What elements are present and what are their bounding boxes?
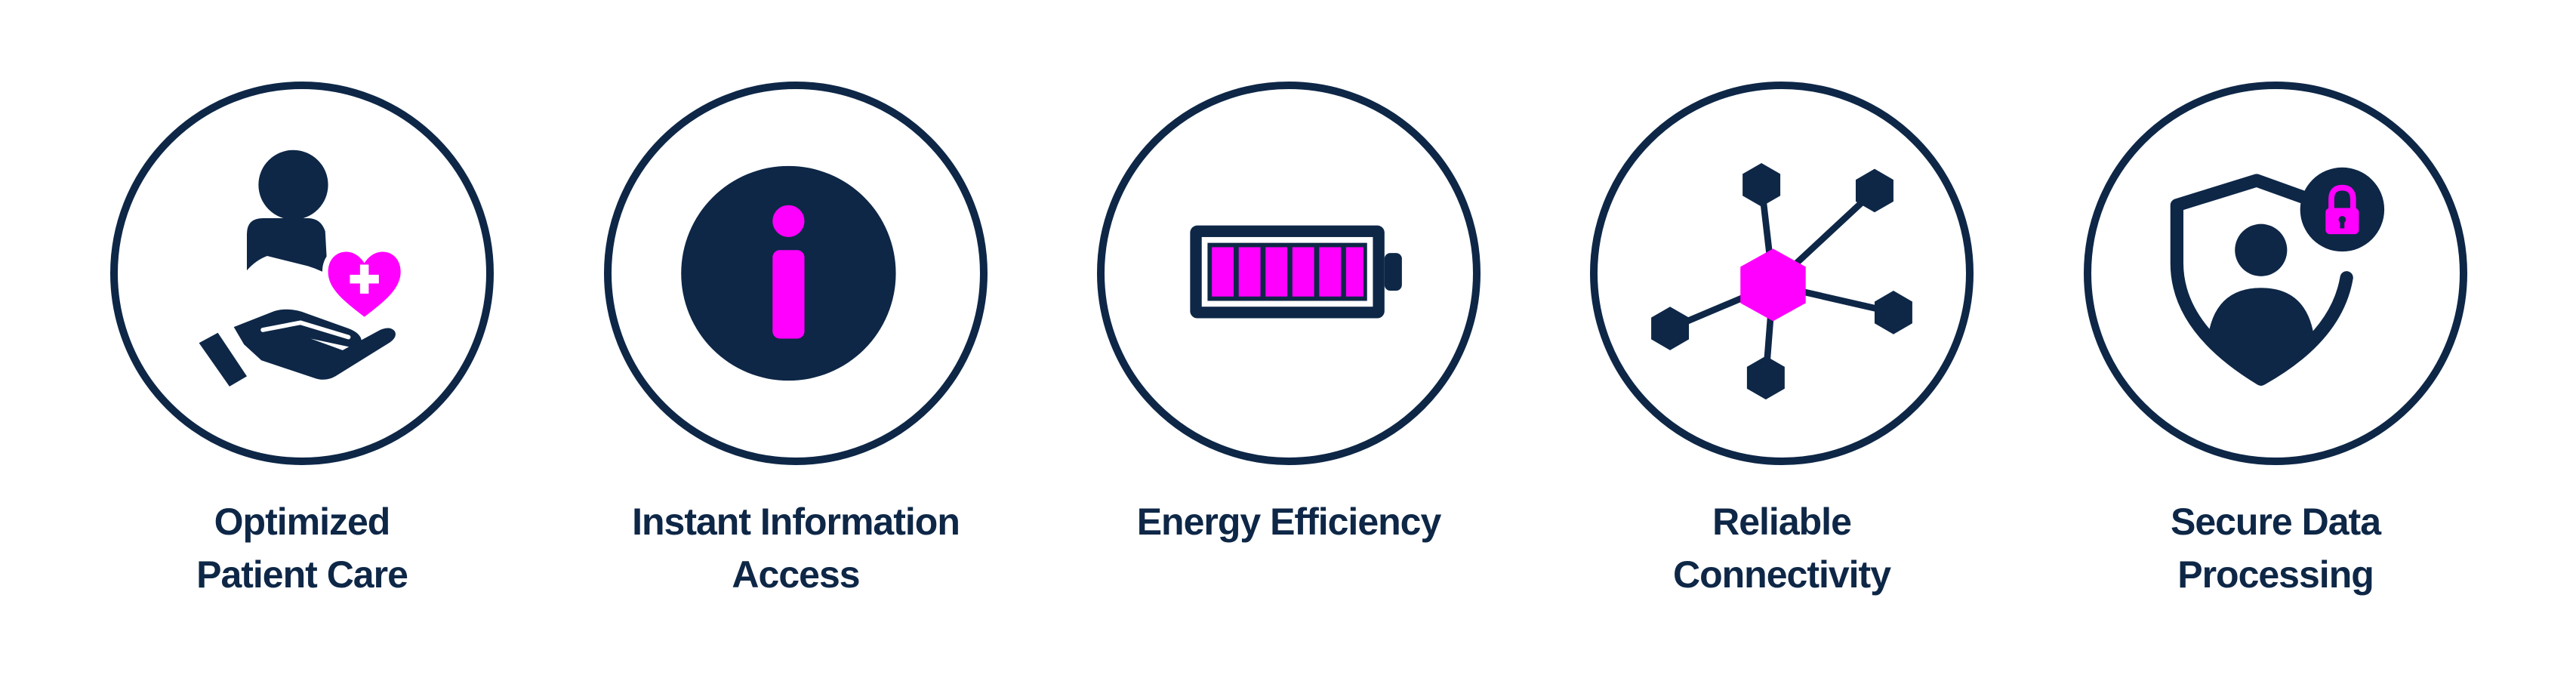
feature-label-line1: Reliable xyxy=(1712,501,1852,543)
network-icon xyxy=(1651,162,1912,400)
icon-circle xyxy=(2084,82,2467,465)
icon-circle xyxy=(110,82,494,465)
icon-circle xyxy=(1590,82,1974,465)
feature-label: Energy Efficiency xyxy=(1077,495,1500,548)
secure-user-icon xyxy=(2170,167,2385,386)
feature-label-line1: Energy Efficiency xyxy=(1136,501,1442,543)
icon-circle xyxy=(1097,82,1481,465)
feature-label-line2: Patient Care xyxy=(196,553,408,596)
feature-label: Optimized Patient Care xyxy=(91,495,513,601)
icon-circle xyxy=(604,82,988,465)
feature-label-line2: Access xyxy=(732,553,860,596)
information-icon xyxy=(681,165,896,381)
feature-label-line2: Connectivity xyxy=(1672,553,1891,596)
feature-label: Secure Data Processing xyxy=(2064,495,2487,601)
feature-instant-information-access: Instant Information Access xyxy=(584,0,1007,678)
feature-label-line1: Instant Information xyxy=(632,501,960,543)
feature-reliable-connectivity: Reliable Connectivity xyxy=(1570,0,1993,678)
battery-icon xyxy=(1190,225,1402,319)
feature-label-line1: Secure Data xyxy=(2170,501,2381,543)
feature-label-line1: Optimized xyxy=(214,501,391,543)
feature-secure-data-processing: Secure Data Processing xyxy=(2064,0,2487,678)
feature-label-line2: Processing xyxy=(2177,553,2374,596)
feature-optimized-patient-care: Optimized Patient Care xyxy=(91,0,513,678)
feature-energy-efficiency: Energy Efficiency xyxy=(1077,0,1500,678)
feature-label: Reliable Connectivity xyxy=(1570,495,1993,601)
patient-care-icon xyxy=(199,149,407,387)
feature-label: Instant Information Access xyxy=(584,495,1007,601)
